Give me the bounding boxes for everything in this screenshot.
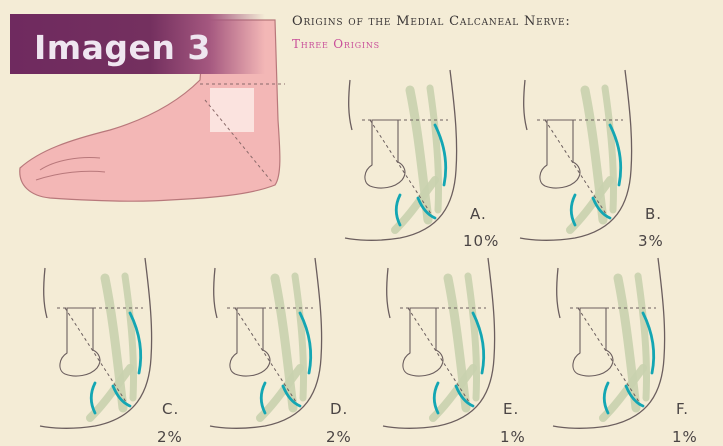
bone-outline: [573, 308, 613, 376]
panel-percent: 1%: [672, 428, 698, 446]
nerve-branch: [604, 383, 608, 413]
panel-label: F.: [676, 400, 689, 418]
leg-outline-left: [557, 268, 560, 318]
panel-group: [553, 258, 665, 428]
